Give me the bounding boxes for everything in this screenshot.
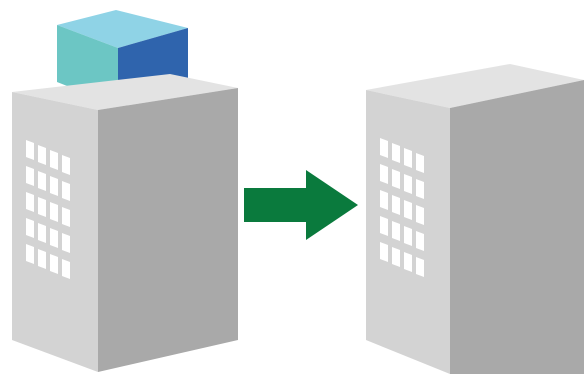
building-before-top bbox=[12, 74, 238, 110]
building-before-windows bbox=[26, 140, 70, 279]
building-after-side bbox=[450, 80, 584, 374]
building-before bbox=[12, 10, 238, 372]
building-after-windows bbox=[380, 138, 424, 277]
building-after-top bbox=[366, 64, 584, 108]
building-after bbox=[366, 64, 584, 374]
right-arrow-icon bbox=[244, 170, 358, 240]
roof-box-top bbox=[57, 10, 188, 48]
building-before-side bbox=[98, 88, 238, 372]
